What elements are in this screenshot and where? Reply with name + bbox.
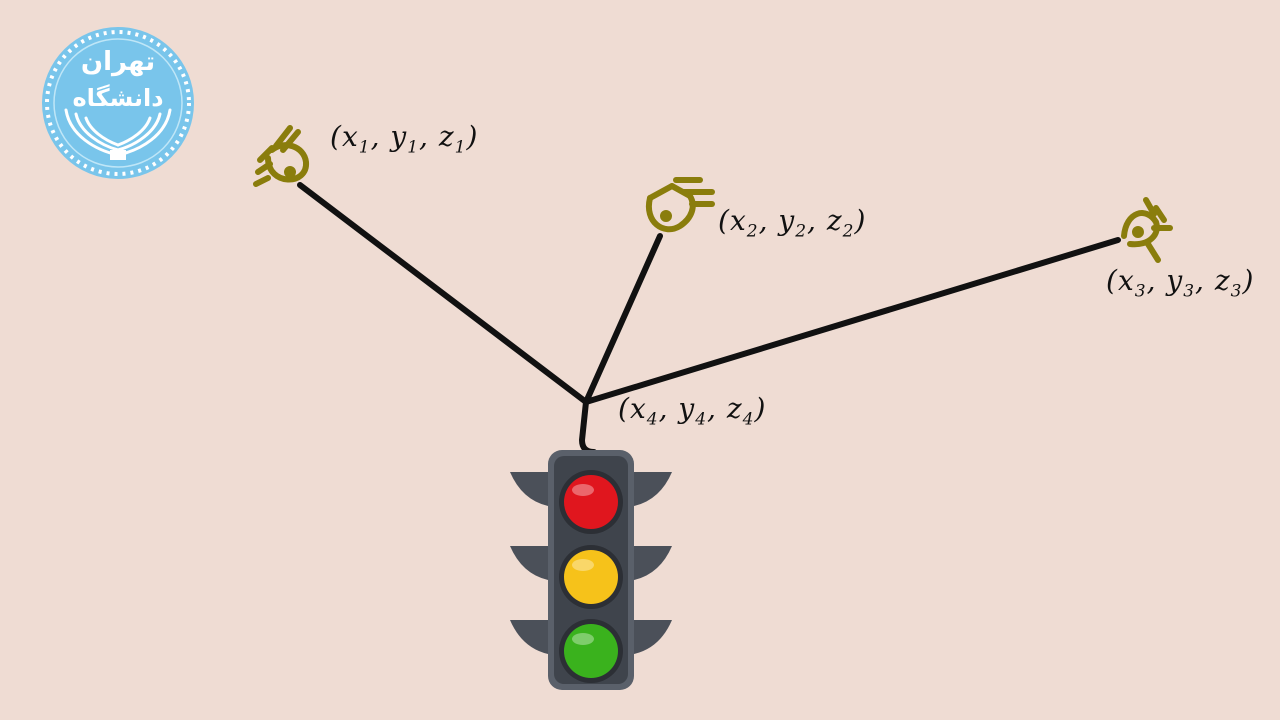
yellow-light	[564, 550, 618, 604]
camera-2-coordinates: (x2, y2, z2)	[718, 204, 867, 242]
connection-lines	[297, 182, 1121, 455]
camera-3-coordinates: (x3, y3, z3)	[1106, 264, 1255, 302]
hanging-wire	[578, 399, 597, 455]
university-logo: تهران دانشگاه	[42, 27, 194, 179]
eye-camera-icon	[1121, 197, 1173, 263]
green-light	[564, 624, 618, 678]
traffic-light-icon	[510, 450, 672, 690]
logo-text-top: تهران	[81, 47, 155, 77]
traffic-light-coordinates: (x4, y4, z4)	[618, 392, 767, 430]
crown-icon	[110, 150, 126, 160]
eye-camera-icon	[253, 125, 309, 187]
red-light	[564, 475, 618, 529]
line-camera-2	[583, 233, 663, 405]
camera-1-coordinates: (x1, y1, z1)	[330, 120, 479, 158]
eye-camera-icon	[645, 177, 715, 233]
line-camera-1	[297, 182, 589, 405]
logo-text-bottom: دانشگاه	[72, 84, 163, 112]
line-camera-3	[583, 237, 1121, 405]
